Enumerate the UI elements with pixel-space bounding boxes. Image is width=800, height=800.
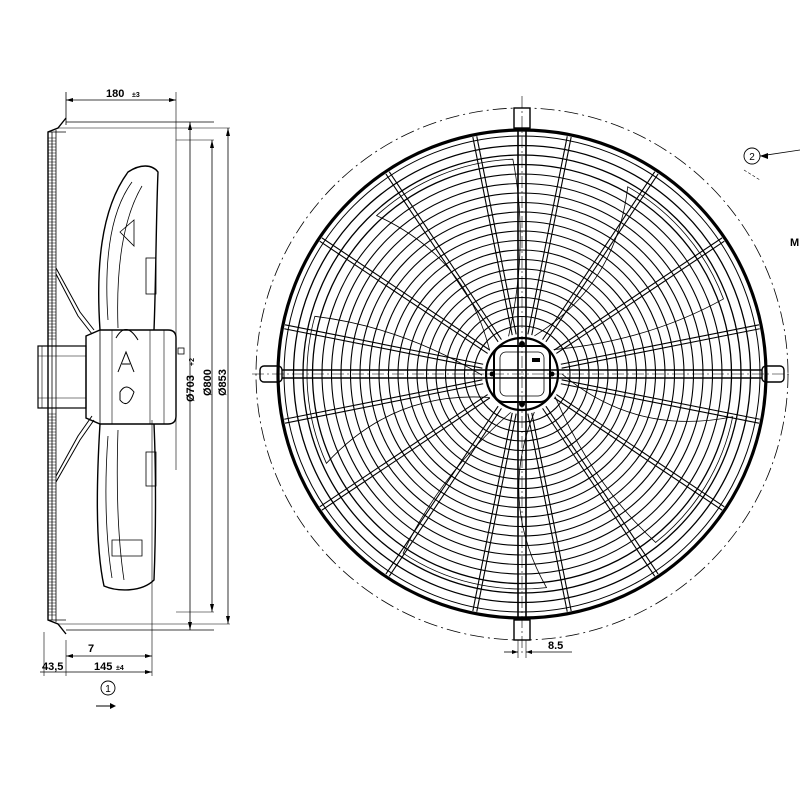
mount-foot-top bbox=[513, 107, 531, 129]
guard-rings bbox=[292, 144, 752, 604]
guard-strut bbox=[476, 413, 517, 612]
impeller-blade bbox=[534, 186, 724, 350]
guard-strut bbox=[472, 412, 513, 612]
guard-strut bbox=[561, 328, 760, 369]
airflow-arrow-icon bbox=[110, 703, 116, 709]
guard-strut bbox=[553, 397, 723, 511]
impeller-blade bbox=[306, 315, 490, 465]
callout-2-label: 2 bbox=[749, 152, 755, 163]
dim-145: 145 bbox=[94, 661, 112, 673]
guard-wire-ring bbox=[473, 325, 571, 423]
dim-outer-diameter: Ø853 bbox=[217, 369, 229, 396]
guard-wire-ring bbox=[340, 192, 704, 556]
dim-43-5: 43,5 bbox=[42, 661, 63, 673]
guard-wire-ring bbox=[368, 220, 676, 528]
guard-wire-ring bbox=[463, 315, 581, 433]
dim-depth-tol: ±3 bbox=[132, 92, 140, 99]
guard-strut bbox=[321, 397, 491, 511]
side-grille-hatching bbox=[48, 137, 56, 616]
guard-wire-ring bbox=[302, 154, 742, 594]
front-view: 8.5 2 M bbox=[252, 96, 800, 658]
guard-strut bbox=[319, 240, 488, 354]
guard-wire-ring bbox=[454, 306, 590, 442]
guard-strut bbox=[385, 173, 499, 343]
mount-foot-right bbox=[761, 365, 785, 383]
motor-hub bbox=[484, 336, 560, 412]
guard-outer-ring bbox=[276, 128, 768, 620]
guard-wire-ring bbox=[425, 277, 619, 471]
guard-strut bbox=[553, 237, 723, 351]
guard-strut bbox=[560, 383, 760, 424]
callout-1-circle bbox=[100, 680, 116, 696]
dim-145-tol: ±4 bbox=[116, 665, 124, 672]
side-view: 180 ±3 bbox=[37, 88, 230, 709]
guard-strut bbox=[545, 173, 659, 343]
guard-strut bbox=[561, 379, 760, 420]
guard-strut bbox=[284, 328, 483, 369]
guard-struts bbox=[284, 136, 760, 612]
guard-wire-ring bbox=[292, 144, 752, 604]
guard-wire-ring bbox=[330, 182, 714, 566]
guard-strut bbox=[472, 136, 513, 336]
impeller-blades bbox=[306, 158, 734, 590]
mount-foot-left bbox=[259, 365, 283, 383]
dim-ring-diameter: Ø703 bbox=[185, 375, 197, 402]
guard-wire-ring bbox=[435, 287, 609, 461]
guard-strut bbox=[388, 171, 502, 340]
mount-foot-bottom bbox=[513, 619, 531, 641]
guard-wire-ring bbox=[416, 268, 628, 480]
guard-strut bbox=[527, 413, 568, 612]
guard-strut bbox=[531, 136, 572, 336]
dim-8-5: 8.5 bbox=[548, 640, 563, 652]
guard-strut bbox=[556, 240, 725, 354]
edge-label-m: M bbox=[790, 237, 799, 249]
guard-wire-ring bbox=[311, 163, 733, 585]
guard-strut bbox=[545, 405, 659, 575]
guard-strut bbox=[556, 394, 725, 508]
guard-wire-ring bbox=[321, 173, 723, 575]
guard-strut bbox=[531, 412, 572, 612]
guard-strut bbox=[284, 379, 483, 420]
guard-wire-ring bbox=[349, 201, 695, 547]
guard-wire-ring bbox=[359, 211, 685, 537]
impeller-blade bbox=[554, 373, 734, 543]
guard-strut bbox=[542, 408, 656, 577]
guard-wire-ring bbox=[378, 230, 666, 518]
guard-wire-ring bbox=[444, 296, 600, 452]
guard-strut bbox=[476, 136, 517, 335]
guard-strut bbox=[527, 136, 568, 335]
guard-wire-ring bbox=[387, 239, 657, 509]
dim-ring-tol: +2 bbox=[189, 358, 196, 366]
guard-strut bbox=[542, 171, 656, 340]
dim-guard-diameter: Ø800 bbox=[202, 369, 214, 396]
guard-strut bbox=[388, 408, 502, 577]
dim-7: 7 bbox=[88, 643, 94, 655]
guard-strut bbox=[321, 237, 491, 351]
guard-strut bbox=[319, 394, 488, 508]
impeller-blade bbox=[402, 411, 548, 590]
callout-1-label: 1 bbox=[105, 684, 111, 695]
guard-strut bbox=[284, 383, 484, 424]
guard-strut bbox=[284, 324, 484, 365]
guard-wire-ring bbox=[406, 258, 638, 490]
guard-strut bbox=[385, 405, 499, 575]
guard-wire-ring bbox=[397, 249, 647, 499]
dim-depth-label: 180 bbox=[106, 88, 124, 100]
guard-strut bbox=[560, 324, 760, 365]
